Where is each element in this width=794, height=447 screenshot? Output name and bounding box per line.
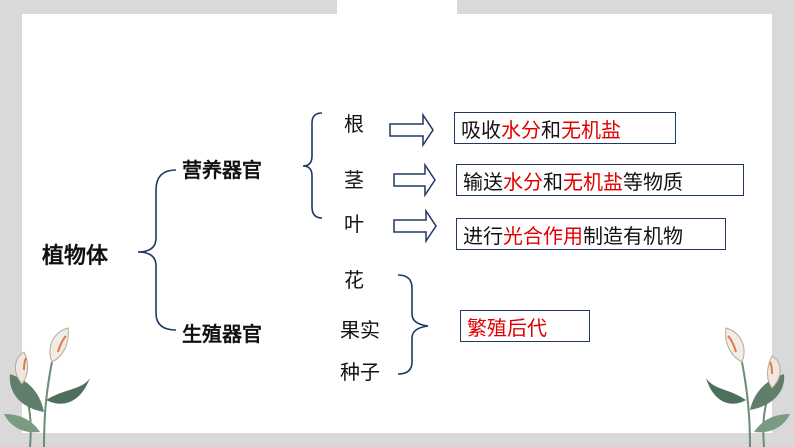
calla-lily-illustration-left [4,327,90,447]
function-box-stem: 输送水分和无机盐等物质 [456,164,744,196]
arrow-stem [393,162,436,198]
function-highlight: 光合作用 [503,223,583,248]
group-label-vegetative: 营养器官 [182,158,262,182]
root-label: 植物体 [42,244,109,269]
function-box-reproductive: 繁殖后代 [460,310,590,342]
organ-flower: 花 [344,268,364,292]
group-label-reproductive: 生殖器官 [182,322,262,346]
root-brace [137,169,177,331]
vegetative-brace [302,112,323,219]
organ-stem: 茎 [344,168,364,192]
calla-lily-illustration-right [706,327,790,447]
organ-root: 根 [344,112,364,136]
function-text: 进行 [463,223,503,248]
function-highlight: 水分 [501,117,541,142]
function-text: 等物质 [623,169,683,194]
function-highlight: 无机盐 [563,169,623,194]
function-text: 吸收 [461,117,501,142]
function-text: 和 [543,169,563,194]
top-tab-decoration [337,0,457,14]
function-text: 和 [541,117,561,142]
function-box-root: 吸收水分和无机盐 [454,112,676,144]
reproductive-brace [397,274,429,375]
arrow-root [389,112,434,148]
function-box-leaf: 进行光合作用制造有机物 [456,218,726,250]
organ-leaf: 叶 [344,212,364,236]
organ-fruit: 果实 [340,318,380,342]
function-highlight: 水分 [503,169,543,194]
arrow-leaf [393,208,437,244]
organ-seed: 种子 [340,360,380,384]
function-text: 输送 [463,169,503,194]
function-text: 制造有机物 [583,223,683,248]
function-highlight: 繁殖后代 [467,315,547,340]
function-highlight: 无机盐 [561,117,621,142]
